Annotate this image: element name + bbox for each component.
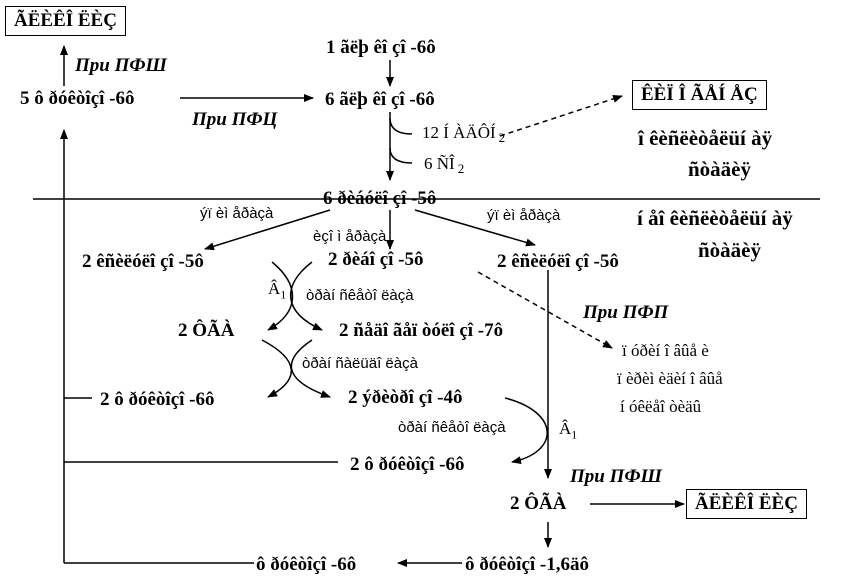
curve-transaldolase-left <box>261 339 292 398</box>
arrow-to-xylulose-left <box>204 209 331 251</box>
erythrose-label: 2 ýðèòðî çî -4ô <box>348 387 463 408</box>
curve-transketolase-2 <box>504 397 548 465</box>
b1-right-label: Â1 <box>559 419 578 442</box>
arrow-to-xylulose-right <box>414 209 536 247</box>
ppp-product-2: ï èðèì èäèí î âûå <box>617 369 723 388</box>
branch-co2 <box>389 147 413 164</box>
transketolase-2-label: òðàí ñêåòî ëàçà <box>398 419 506 436</box>
branch-nadph <box>389 117 413 135</box>
dashed-arrow-to-nucleotides <box>477 271 613 349</box>
glycolysis-box: ÊÈÏ Î ÃÅÍ ÅÇ <box>632 80 767 110</box>
glucose-label: 1 ãëþ êî çî -6ô <box>326 37 436 58</box>
xylulose-right-label: 2 êñèëóëî çî -5ô <box>497 251 619 272</box>
pri-pfsh-top-label: При ПФШ <box>75 55 167 76</box>
glucose6-label: 6 ãëþ êî çî -6ô <box>325 89 435 110</box>
ribose-label: 2 ðèáî çî -5ô <box>328 249 424 270</box>
ribulose-label: 6 ðèáóëî çî -5ô <box>323 188 437 209</box>
epimerase-left-label: ýï èì åðàçà <box>200 205 274 222</box>
transaldolase-label: òðàí ñàëüäî ëàçà <box>302 355 418 372</box>
nonoxidative-stage-line1: í åî êèñëèòåëüí àÿ <box>637 206 793 230</box>
isomerase-label: èçî ì åðàçà <box>313 228 387 245</box>
ppp-product-3: í óêëåî òèäû <box>620 397 702 416</box>
xylulose-left-label: 2 êñèëóëî çî -5ô <box>82 251 204 272</box>
fructose5-label: 5 ô ðóêòîçî -6ô <box>20 88 135 109</box>
transketolase-1-label: òðàí ñêåòî ëàçà <box>306 287 414 304</box>
pri-pfc-label: При ПФЦ <box>192 109 278 130</box>
oxidative-stage-line1: î êèñëèòåëüí àÿ <box>638 126 773 150</box>
nonoxidative-stage-line2: ñòàäèÿ <box>698 238 761 262</box>
pri-pfsh-bottom-label: При ПФШ <box>570 466 662 487</box>
glikogen-top-box: ÃËÈÊÎ ËÈÇ <box>5 6 126 36</box>
oxidative-stage-line2: ñòàäèÿ <box>688 157 751 181</box>
fructose-low-label: 2 ô ðóêòîçî -6ô <box>350 454 465 475</box>
epimerase-right-label: ýï èì åðàçà <box>487 207 561 224</box>
curve-transaldolase-right <box>290 339 331 398</box>
fda-label: 2 ÔÃÀ <box>178 320 235 341</box>
sedoheptulose-label: 2 ñåäî ãåï òóëî çî -7ô <box>339 320 504 341</box>
curve-transketolase-1-left <box>267 261 294 331</box>
glikogen-bottom-box: ÃËÈÊÎ ËÈÇ <box>686 489 807 519</box>
dashed-arrow-to-glycolysis <box>499 95 623 137</box>
fructose-mid-label: 2 ô ðóêòîçî -6ô <box>100 389 215 410</box>
ppp-product-1: ï óðèí î âûå è <box>622 341 709 360</box>
fga-bottom-label: 2 ÔÃÀ <box>510 493 567 514</box>
b1-left-label: Â1 <box>268 279 287 302</box>
fructose-16-label: ô ðóêòîçî -1,6äô <box>465 554 590 575</box>
fructose-bottom-label: ô ðóêòîçî -6ô <box>256 554 357 575</box>
pri-pfp-label: При ПФП <box>583 302 669 323</box>
curve-transketolase-1-right <box>289 261 323 331</box>
